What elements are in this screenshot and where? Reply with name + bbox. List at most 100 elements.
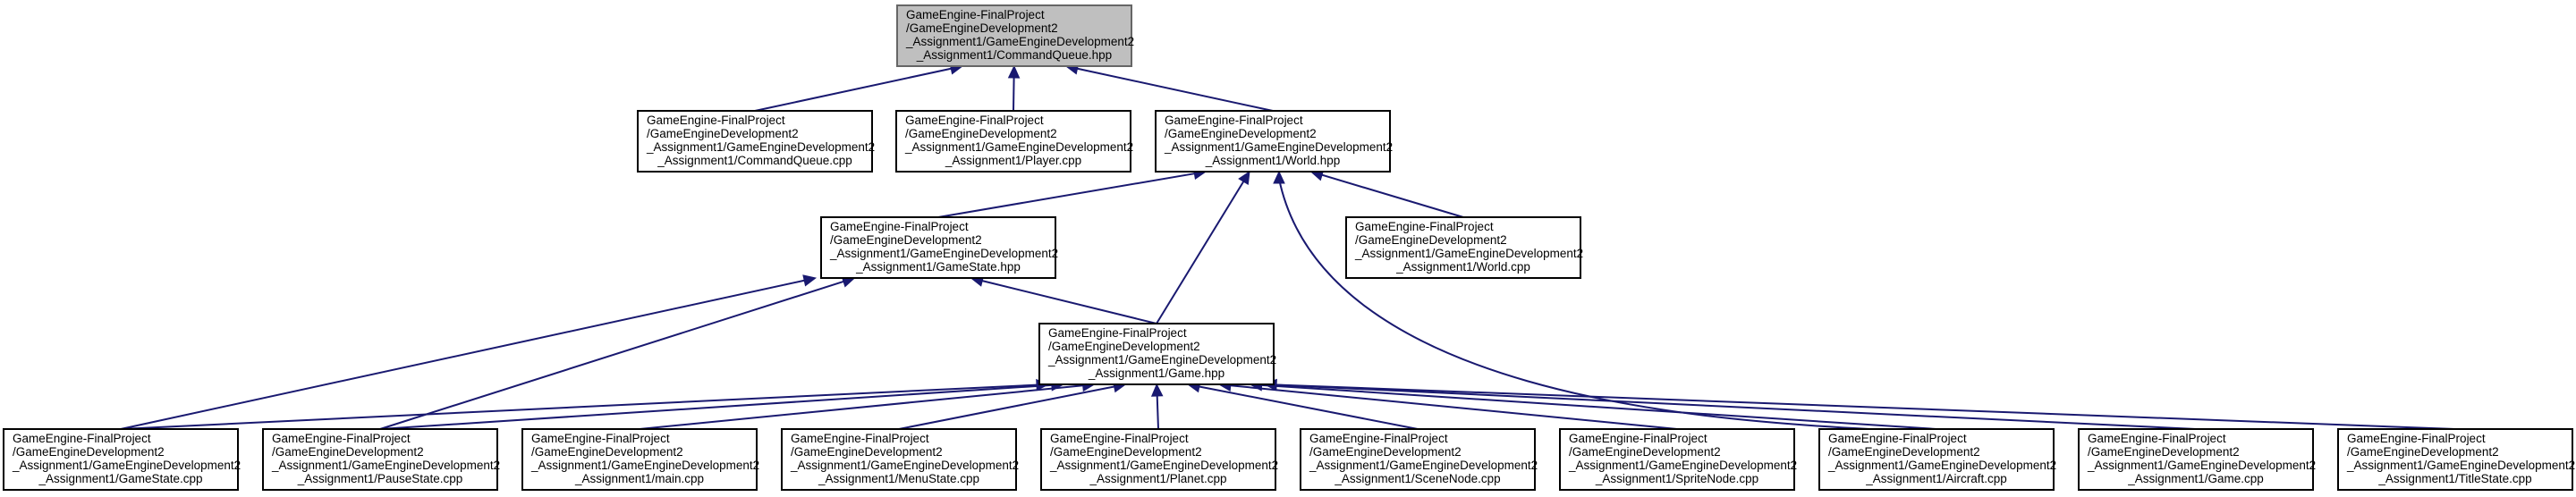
node-label-line-4: _Assignment1/Planet.cpp: [1089, 472, 1226, 485]
edge-gamestate-cpp-to-game-hpp: [120, 378, 1050, 430]
node-label-line-4: _Assignment1/Aircraft.cpp: [1865, 472, 2007, 485]
node-label-line-4: _Assignment1/SceneNode.cpp: [1334, 472, 1500, 485]
node-label-line-1: GameEngine-FinalProject: [2088, 432, 2226, 445]
node-world-cpp[interactable]: GameEngine-FinalProject/GameEngineDevelo…: [1345, 216, 1583, 279]
edge-world-cpp-to-world-hpp: [1309, 169, 1464, 218]
node-label-line-4: _Assignment1/Game.cpp: [2127, 472, 2264, 485]
node-box[interactable]: [895, 110, 1131, 173]
node-label-line-1: GameEngine-FinalProject: [2347, 432, 2486, 445]
edge-planet-cpp-to-game-hpp-line: [1156, 395, 1159, 430]
node-label-line-3: _Assignment1/GameEngineDevelopment2: [1354, 247, 1583, 260]
node-box[interactable]: [1155, 110, 1391, 173]
node-label-line-2: /GameEngineDevelopment2: [905, 127, 1057, 140]
edge-gamestate-cpp-to-game-hpp-line: [120, 383, 1038, 430]
node-label-line-3: _Assignment1/GameEngineDevelopment2: [790, 459, 1019, 472]
node-main-cpp[interactable]: GameEngine-FinalProject/GameEngineDevelo…: [521, 428, 759, 491]
node-box[interactable]: [1300, 428, 1536, 491]
node-box[interactable]: [896, 4, 1132, 67]
edge-spritenode-cpp-to-game-hpp-line: [1230, 384, 1678, 430]
node-gamestate-hpp[interactable]: GameEngine-FinalProject/GameEngineDevelo…: [820, 216, 1058, 279]
node-box[interactable]: [1559, 428, 1795, 491]
node-commandqueue-hpp[interactable]: GameEngine-FinalProject/GameEngineDevelo…: [896, 4, 1134, 67]
node-box[interactable]: [1345, 216, 1581, 279]
node-gamestate-cpp[interactable]: GameEngine-FinalProject/GameEngineDevelo…: [3, 428, 241, 491]
node-player-cpp[interactable]: GameEngine-FinalProject/GameEngineDevelo…: [895, 110, 1133, 173]
node-label-line-3: _Assignment1/GameEngineDevelopment2: [530, 459, 759, 472]
edge-gamestate-hpp-to-world-hpp: [937, 167, 1208, 218]
node-box[interactable]: [262, 428, 498, 491]
edge-pausestate-cpp-to-gamestate-hpp-line: [379, 280, 844, 430]
node-box[interactable]: [1038, 323, 1275, 385]
edge-scenenode-cpp-to-game-hpp-line: [1199, 385, 1419, 430]
node-titlestate-cpp[interactable]: GameEngine-FinalProject/GameEngineDevelo…: [2337, 428, 2575, 491]
node-box[interactable]: [1040, 428, 1276, 491]
node-label-line-2: /GameEngineDevelopment2: [2088, 445, 2240, 459]
edge-gamestate-cpp-to-gamestate-hpp: [120, 274, 818, 430]
node-label-line-1: GameEngine-FinalProject: [1828, 432, 1967, 445]
edge-game-cpp-to-game-hpp-line: [1275, 383, 2197, 430]
node-menustate-cpp[interactable]: GameEngine-FinalProject/GameEngineDevelo…: [781, 428, 1019, 491]
node-box[interactable]: [1818, 428, 2055, 491]
node-label-line-1: GameEngine-FinalProject: [272, 432, 411, 445]
node-box[interactable]: [521, 428, 758, 491]
node-planet-cpp[interactable]: GameEngine-FinalProject/GameEngineDevelo…: [1040, 428, 1278, 491]
edge-game-hpp-to-gamestate-hpp-line: [981, 280, 1157, 324]
edge-world-hpp-to-commandqueue-hpp-line: [1077, 67, 1274, 112]
node-label-line-1: GameEngine-FinalProject: [647, 114, 785, 127]
node-label-line-2: /GameEngineDevelopment2: [830, 233, 982, 247]
edge-menustate-cpp-to-game-hpp-line: [898, 385, 1114, 430]
edge-main-cpp-to-game-hpp-line: [639, 384, 1083, 430]
node-box[interactable]: [820, 216, 1056, 279]
node-label-line-2: /GameEngineDevelopment2: [272, 445, 424, 459]
node-box[interactable]: [2337, 428, 2573, 491]
edge-world-hpp-to-commandqueue-hpp: [1064, 63, 1274, 112]
node-game-hpp[interactable]: GameEngine-FinalProject/GameEngineDevelo…: [1038, 323, 1276, 385]
edge-player-cpp-to-commandqueue-hpp-arrowhead: [1007, 64, 1021, 79]
node-label-line-1: GameEngine-FinalProject: [905, 114, 1044, 127]
node-commandqueue-cpp[interactable]: GameEngine-FinalProject/GameEngineDevelo…: [637, 110, 875, 173]
node-label-line-3: _Assignment1/GameEngineDevelopment2: [2346, 459, 2575, 472]
node-label-line-2: /GameEngineDevelopment2: [906, 21, 1058, 35]
node-label-line-2: /GameEngineDevelopment2: [1048, 340, 1200, 353]
node-label-line-2: /GameEngineDevelopment2: [1050, 445, 1202, 459]
node-box[interactable]: [2078, 428, 2314, 491]
node-world-hpp[interactable]: GameEngine-FinalProject/GameEngineDevelo…: [1155, 110, 1393, 173]
node-label-line-2: /GameEngineDevelopment2: [1165, 127, 1317, 140]
node-label-line-2: /GameEngineDevelopment2: [791, 445, 943, 459]
edge-game-hpp-to-world-hpp-arrowhead: [1238, 170, 1250, 186]
node-label-line-4: _Assignment1/World.hpp: [1205, 154, 1341, 167]
node-scenenode-cpp[interactable]: GameEngine-FinalProject/GameEngineDevelo…: [1300, 428, 1538, 491]
node-label-line-4: _Assignment1/World.cpp: [1395, 260, 1530, 274]
node-box[interactable]: [781, 428, 1017, 491]
node-label-line-4: _Assignment1/MenuState.cpp: [818, 472, 979, 485]
node-label-line-4: _Assignment1/TitleState.cpp: [2377, 472, 2531, 485]
edge-gamestate-cpp-to-gamestate-hpp-arrowhead: [802, 274, 818, 287]
node-aircraft-cpp[interactable]: GameEngine-FinalProject/GameEngineDevelo…: [1818, 428, 2056, 491]
node-box[interactable]: [3, 428, 239, 491]
edge-aircraft-cpp-to-world-hpp-arrowhead: [1273, 170, 1285, 184]
node-label-line-2: /GameEngineDevelopment2: [1569, 445, 1721, 459]
node-label-line-2: /GameEngineDevelopment2: [531, 445, 683, 459]
node-label-line-2: /GameEngineDevelopment2: [2347, 445, 2499, 459]
node-label-line-1: GameEngine-FinalProject: [1355, 220, 1494, 233]
edge-game-hpp-to-world-hpp: [1156, 170, 1250, 324]
node-label-line-1: GameEngine-FinalProject: [1048, 326, 1187, 340]
edge-gamestate-hpp-to-world-hpp-line: [937, 173, 1195, 218]
node-label-line-4: _Assignment1/CommandQueue.cpp: [657, 154, 852, 167]
node-label-line-4: _Assignment1/GameState.cpp: [38, 472, 202, 485]
node-pausestate-cpp[interactable]: GameEngine-FinalProject/GameEngineDevelo…: [262, 428, 500, 491]
node-label-line-3: _Assignment1/GameEngineDevelopment2: [905, 35, 1134, 48]
node-label-line-2: /GameEngineDevelopment2: [1309, 445, 1462, 459]
node-label-line-3: _Assignment1/GameEngineDevelopment2: [2087, 459, 2316, 472]
node-spritenode-cpp[interactable]: GameEngine-FinalProject/GameEngineDevelo…: [1559, 428, 1797, 491]
node-label-line-3: _Assignment1/GameEngineDevelopment2: [1164, 140, 1393, 154]
node-label-line-4: _Assignment1/CommandQueue.hpp: [916, 48, 1112, 62]
node-game-cpp[interactable]: GameEngine-FinalProject/GameEngineDevelo…: [2078, 428, 2316, 491]
node-box[interactable]: [637, 110, 873, 173]
edge-commandqueue-cpp-to-commandqueue-hpp-line: [754, 67, 952, 112]
edge-gamestate-cpp-to-gamestate-hpp-line: [120, 279, 805, 430]
edge-aircraft-cpp-to-world-hpp: [1273, 170, 1870, 430]
edge-world-cpp-to-world-hpp-line: [1321, 173, 1464, 218]
node-label-line-2: /GameEngineDevelopment2: [1828, 445, 1980, 459]
